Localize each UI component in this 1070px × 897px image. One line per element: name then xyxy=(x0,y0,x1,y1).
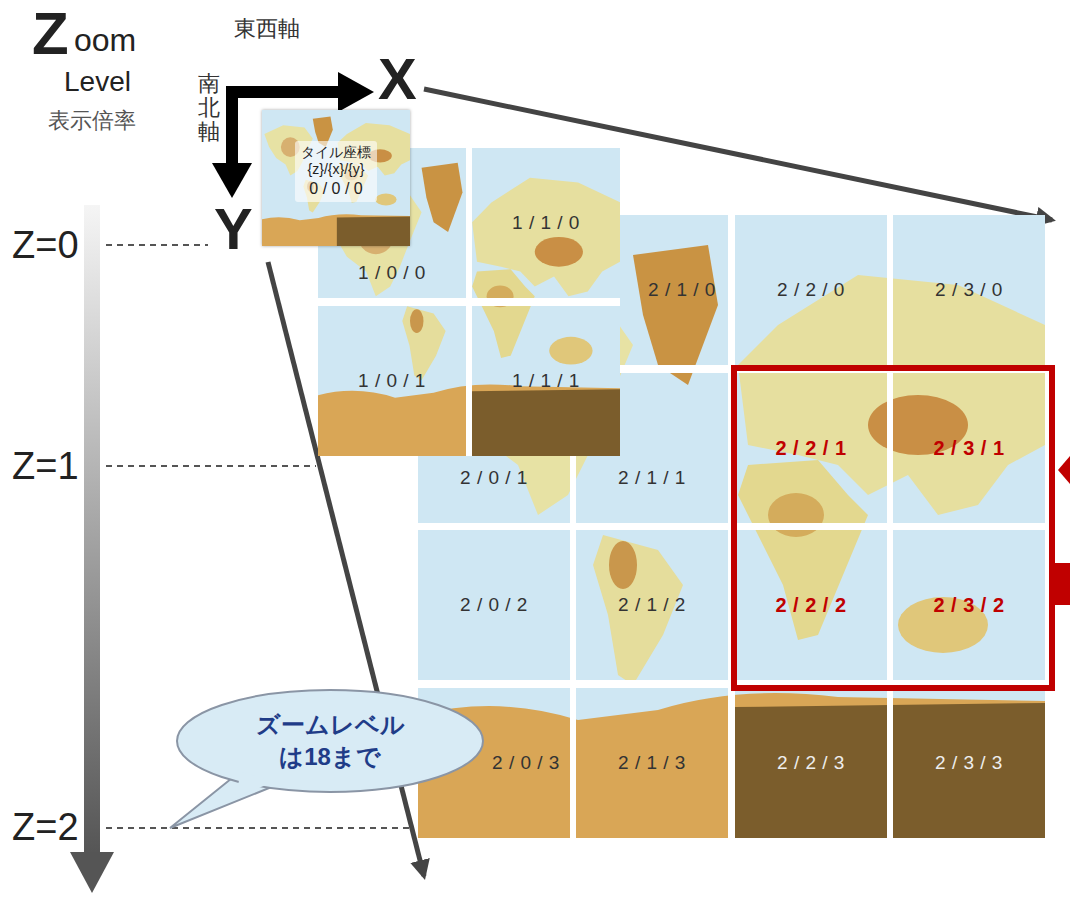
tile-coordinate: 2 / 3 / 1 xyxy=(933,437,1004,460)
callout-shape xyxy=(175,688,485,793)
tile-coordinate: 2 / 0 / 3 xyxy=(492,752,560,774)
tile-coordinate: 2 / 2 / 0 xyxy=(777,279,845,301)
tile-coordinate: 2 / 2 / 3 xyxy=(777,752,845,774)
axis-name: 東西軸 xyxy=(234,18,300,40)
tile-coordinate: 1 / 0 / 1 xyxy=(358,370,426,392)
tile-coordinate: {z}/{x}/{y} xyxy=(308,161,365,179)
map-tile: 2 / 1 / 2 xyxy=(576,530,728,680)
tile-coordinate: 2 / 0 / 2 xyxy=(460,594,528,616)
zoom-level-label: Z=2 xyxy=(12,808,79,846)
tile-coordinate: 2 / 2 / 2 xyxy=(775,594,846,617)
map-tile: 1 / 1 / 0 xyxy=(472,148,620,298)
map-tile: 2 / 3 / 0 xyxy=(893,215,1045,365)
zoom-level-label: Z=1 xyxy=(12,447,79,485)
map-tile: 2 / 0 / 2 xyxy=(418,530,570,680)
tile-coordinate: 2 / 2 / 1 xyxy=(775,437,846,460)
axis-letter: X xyxy=(378,50,417,108)
tile-coordinate: 2 / 1 / 0 xyxy=(648,279,716,301)
map-tile: 2 / 3 / 2 xyxy=(893,530,1045,680)
tile-coordinate: 1 / 1 / 1 xyxy=(512,370,580,392)
zoom-bar xyxy=(84,205,100,855)
map-tile: 2 / 2 / 2 xyxy=(735,530,887,680)
map-tile: 2 / 1 / 3 xyxy=(576,688,728,838)
callout-bubble: ズームレベル は18まで xyxy=(175,688,485,794)
map-tile: 2 / 2 / 3 xyxy=(735,688,887,838)
title-subtext: 表示倍率 xyxy=(48,110,136,132)
title-text: oom xyxy=(74,24,136,56)
zoom-level-label: Z=0 xyxy=(12,226,79,264)
tile-caption-panel: タイル座標{z}/{x}/{y}0 / 0 / 0 xyxy=(295,141,377,202)
map-tile: 1 / 1 / 1 xyxy=(472,306,620,456)
tile-coordinate: タイル座標 xyxy=(301,144,371,162)
tile-coordinate: 2 / 1 / 2 xyxy=(618,594,686,616)
tile-coordinate: 2 / 3 / 2 xyxy=(933,594,1004,617)
tile-coordinate: 1 / 0 / 0 xyxy=(358,262,426,284)
map-tile: 2 / 2 / 0 xyxy=(735,215,887,365)
map-tile: 1 / 0 / 1 xyxy=(318,306,466,456)
map-tile: タイル座標{z}/{x}/{y}0 / 0 / 0 xyxy=(262,110,410,246)
title-text: Level xyxy=(64,68,131,96)
tile-coordinate: 2 / 3 / 0 xyxy=(935,279,1003,301)
map-tile: 2 / 3 / 3 xyxy=(893,688,1045,838)
tile-coordinate: 2 / 0 / 1 xyxy=(460,467,528,489)
tile-coordinate: 2 / 1 / 3 xyxy=(618,752,686,774)
tile-coordinate: 2 / 1 / 1 xyxy=(618,467,686,489)
callout-text: ズームレベル は18まで xyxy=(245,709,415,774)
tile-coordinate: 2 / 3 / 3 xyxy=(935,752,1003,774)
tile-coordinate: 0 / 0 / 0 xyxy=(309,179,362,199)
zoom-arrowhead xyxy=(70,852,114,893)
axis-name: 南北軸 xyxy=(198,72,220,145)
map-tile: 2 / 2 / 1 xyxy=(735,373,887,523)
tile-coordinate: 1 / 1 / 0 xyxy=(512,212,580,234)
axis-letter: Y xyxy=(214,200,253,258)
map-tile: 2 / 3 / 1 xyxy=(893,373,1045,523)
title-letter: Z xyxy=(32,4,69,64)
